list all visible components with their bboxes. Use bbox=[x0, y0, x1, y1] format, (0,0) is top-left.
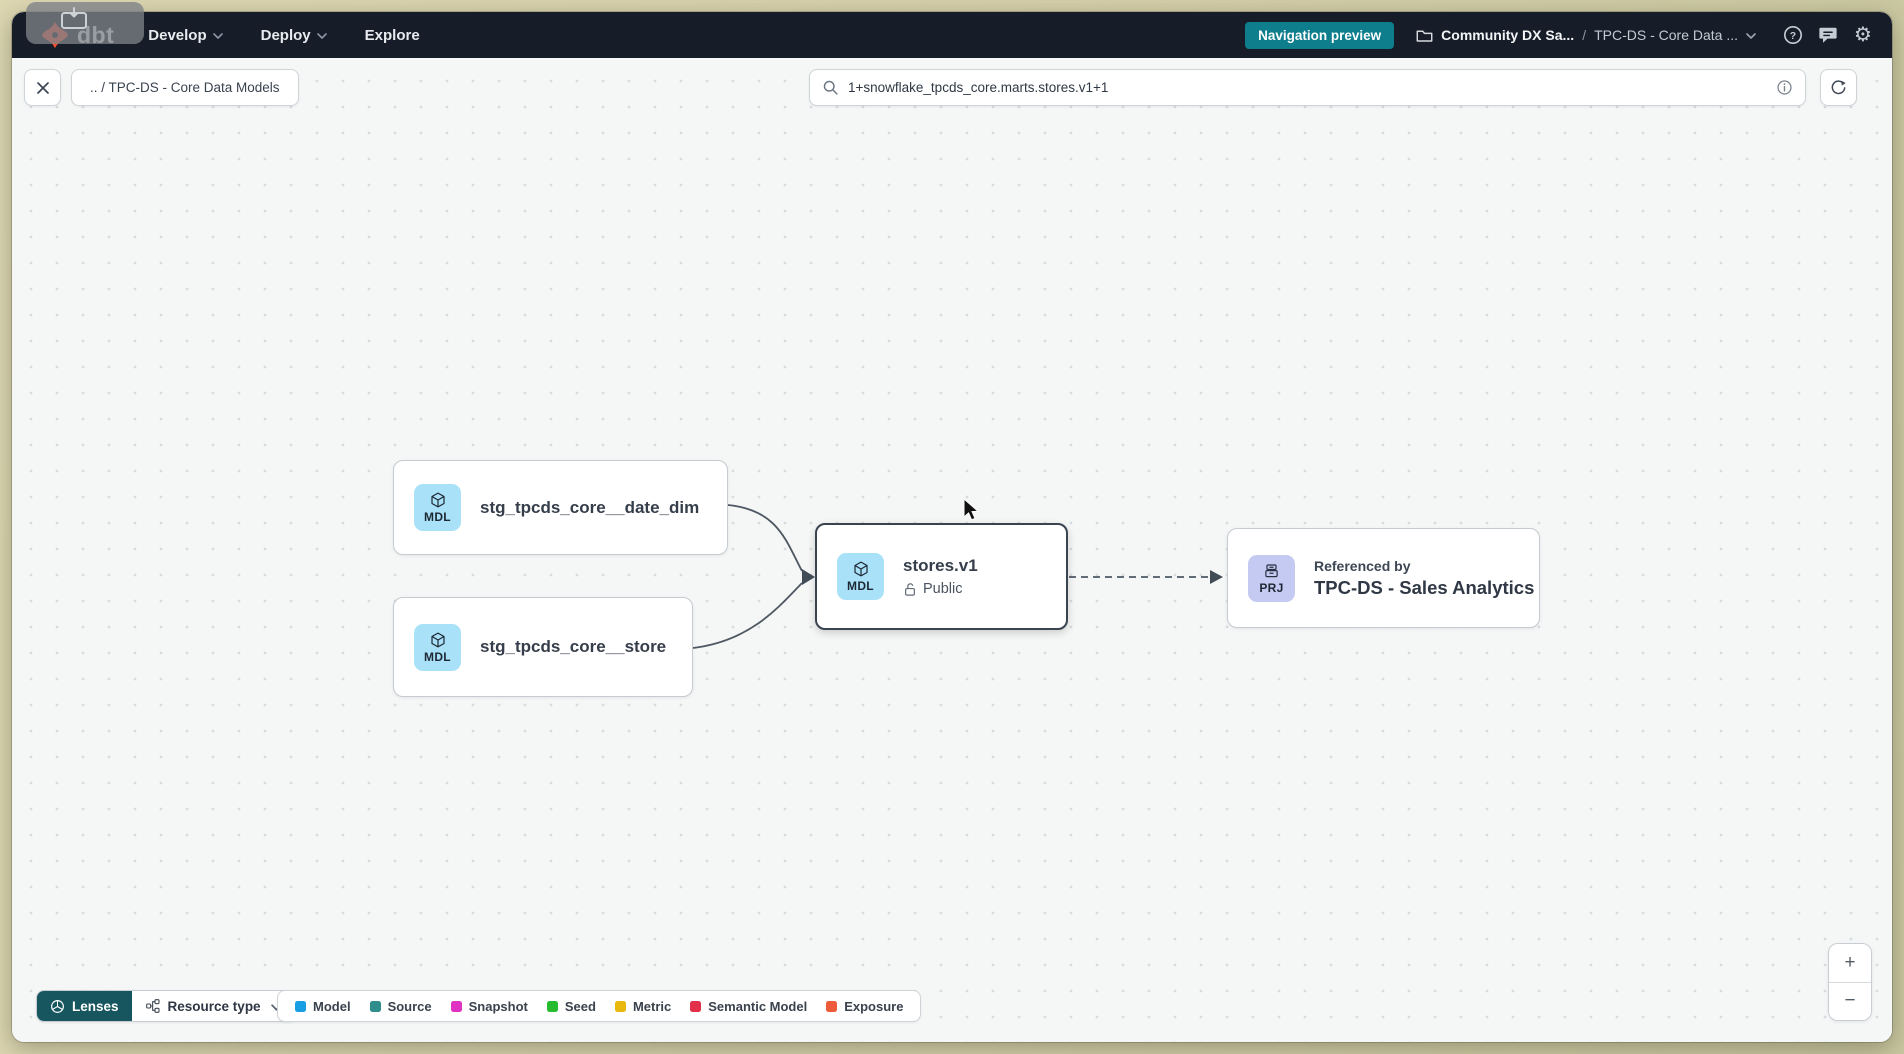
top-navbar: dbt Develop Deploy Explore Navigation pr… bbox=[12, 12, 1892, 58]
badge-label: MDL bbox=[847, 579, 874, 593]
badge-label: MDL bbox=[424, 510, 451, 524]
node-stores-v1[interactable]: MDL stores.v1 Public bbox=[815, 523, 1068, 630]
chat-bubble-icon bbox=[1819, 27, 1837, 43]
zoom-in-button[interactable]: + bbox=[1829, 944, 1871, 983]
legend-label: Seed bbox=[564, 998, 596, 1014]
account-breadcrumb[interactable]: Community DX Sa... / TPC-DS - Core Data … bbox=[1416, 27, 1756, 43]
close-lineage-button[interactable] bbox=[24, 69, 61, 106]
legend-label: Source bbox=[387, 998, 432, 1014]
close-icon bbox=[36, 81, 49, 94]
node-label: stores.v1 bbox=[903, 556, 978, 575]
badge-label: PRJ bbox=[1259, 580, 1284, 595]
lens-aperture-icon bbox=[51, 999, 64, 1013]
search-icon bbox=[823, 80, 838, 95]
node-text-block: Referenced by TPC-DS - Sales Analytics bbox=[1314, 558, 1534, 599]
legend-label: Metric bbox=[632, 998, 672, 1014]
legend-swatch bbox=[826, 1000, 838, 1012]
zoom-controls: + − bbox=[1828, 943, 1872, 1021]
help-button[interactable]: ? bbox=[1782, 24, 1804, 46]
lenses-button[interactable]: Lenses bbox=[37, 991, 132, 1021]
breadcrumb-page[interactable]: TPC-DS - Core Data ... bbox=[1594, 27, 1738, 43]
model-badge: MDL bbox=[837, 553, 884, 600]
lenses-label: Lenses bbox=[72, 998, 119, 1014]
refresh-lineage-button[interactable] bbox=[1820, 69, 1857, 106]
legend-item: Seed bbox=[546, 998, 596, 1014]
lenses-control: Lenses Resource type bbox=[36, 990, 296, 1022]
legend-item: Model bbox=[295, 999, 351, 1014]
legend-item: Exposure bbox=[826, 999, 903, 1014]
menu-deploy[interactable]: Deploy bbox=[261, 27, 327, 44]
folder-icon bbox=[1416, 30, 1433, 42]
legend-label: Model bbox=[313, 998, 351, 1014]
legend-swatch bbox=[369, 1000, 381, 1012]
legend-swatch bbox=[546, 1000, 558, 1012]
svg-text:?: ? bbox=[1790, 31, 1796, 42]
node-stg-tpcds-core-date-dim[interactable]: MDL stg_tpcds_core__date_dim bbox=[393, 460, 728, 555]
legend-label: Exposure bbox=[844, 998, 904, 1014]
node-label: stg_tpcds_core__date_dim bbox=[480, 497, 700, 517]
resource-type-legend: Model Source Snapshot Seed Metric Semantic Mo… bbox=[277, 990, 922, 1022]
lock-open-icon bbox=[905, 582, 915, 596]
breadcrumb-project[interactable]: Community DX Sa... bbox=[1441, 27, 1575, 43]
chevron-down-icon bbox=[316, 33, 327, 39]
legend-item: Source bbox=[369, 998, 432, 1014]
resource-type-dropdown[interactable]: Resource type bbox=[131, 991, 295, 1021]
lineage-path-chip[interactable]: .. / TPC-DS - Core Data Models bbox=[71, 69, 299, 106]
cube-icon bbox=[853, 561, 868, 577]
chevron-down-icon bbox=[212, 33, 223, 39]
access-row: Public bbox=[903, 581, 978, 597]
refresh-icon bbox=[1831, 80, 1846, 95]
legend-swatch bbox=[450, 1000, 462, 1012]
legend-swatch bbox=[295, 1000, 306, 1012]
settings-button[interactable]: ⚙ bbox=[1852, 24, 1874, 46]
menu-explore[interactable]: Explore bbox=[365, 27, 420, 44]
resource-type-label: Resource type bbox=[167, 998, 261, 1014]
model-badge: MDL bbox=[414, 484, 461, 531]
feedback-button[interactable] bbox=[1817, 24, 1839, 46]
node-label: stg_tpcds_core__store bbox=[480, 637, 667, 656]
node-text-block: stores.v1 Public bbox=[903, 556, 978, 597]
breadcrumb-separator: / bbox=[1582, 27, 1587, 43]
lineage-selector-bar bbox=[809, 69, 1806, 106]
chevron-down-icon[interactable] bbox=[1746, 33, 1756, 39]
referenced-by-label: Referenced by bbox=[1314, 557, 1411, 574]
menu-deploy-label: Deploy bbox=[260, 26, 311, 44]
node-stg-tpcds-core-store[interactable]: MDL stg_tpcds_core__store bbox=[393, 597, 693, 697]
node-tpcds-sales-analytics[interactable]: PRJ Referenced by TPC-DS - Sales Analyti… bbox=[1227, 528, 1540, 628]
screen-capture-indicator bbox=[26, 2, 144, 44]
cube-icon bbox=[430, 492, 445, 508]
badge-label: MDL bbox=[424, 649, 451, 664]
legend-item: Snapshot bbox=[450, 998, 528, 1014]
main-menu: Develop Deploy Explore bbox=[148, 27, 419, 44]
info-icon[interactable] bbox=[1776, 79, 1793, 96]
gear-icon: ⚙ bbox=[1854, 24, 1872, 46]
model-badge: MDL bbox=[414, 623, 461, 671]
legend-label: Semantic Model bbox=[708, 998, 808, 1014]
legend-item: Metric bbox=[614, 998, 672, 1014]
legend-swatch bbox=[690, 1000, 702, 1012]
cube-icon bbox=[430, 632, 445, 647]
legend-item: Semantic Model bbox=[690, 999, 807, 1014]
legend-label: Snapshot bbox=[468, 998, 528, 1014]
menu-develop[interactable]: Develop bbox=[148, 26, 223, 44]
window-capture-icon bbox=[61, 7, 87, 29]
legend-swatch bbox=[614, 1000, 626, 1012]
menu-develop-label: Develop bbox=[148, 26, 207, 44]
zoom-out-button[interactable]: − bbox=[1829, 982, 1871, 1020]
node-label: TPC-DS - Sales Analytics bbox=[1314, 576, 1535, 598]
archive-icon bbox=[1265, 563, 1278, 577]
project-badge: PRJ bbox=[1248, 554, 1295, 602]
menu-explore-label: Explore bbox=[364, 26, 420, 44]
help-icon: ? bbox=[1784, 26, 1802, 44]
navbar-icon-group: ? ⚙ bbox=[1782, 24, 1874, 46]
navbar-right: Navigation preview Community DX Sa... / … bbox=[1245, 21, 1874, 49]
access-label: Public bbox=[923, 581, 963, 597]
resource-graph-icon bbox=[145, 999, 160, 1013]
navigation-preview-badge[interactable]: Navigation preview bbox=[1245, 21, 1395, 49]
selector-input[interactable] bbox=[848, 80, 1767, 95]
